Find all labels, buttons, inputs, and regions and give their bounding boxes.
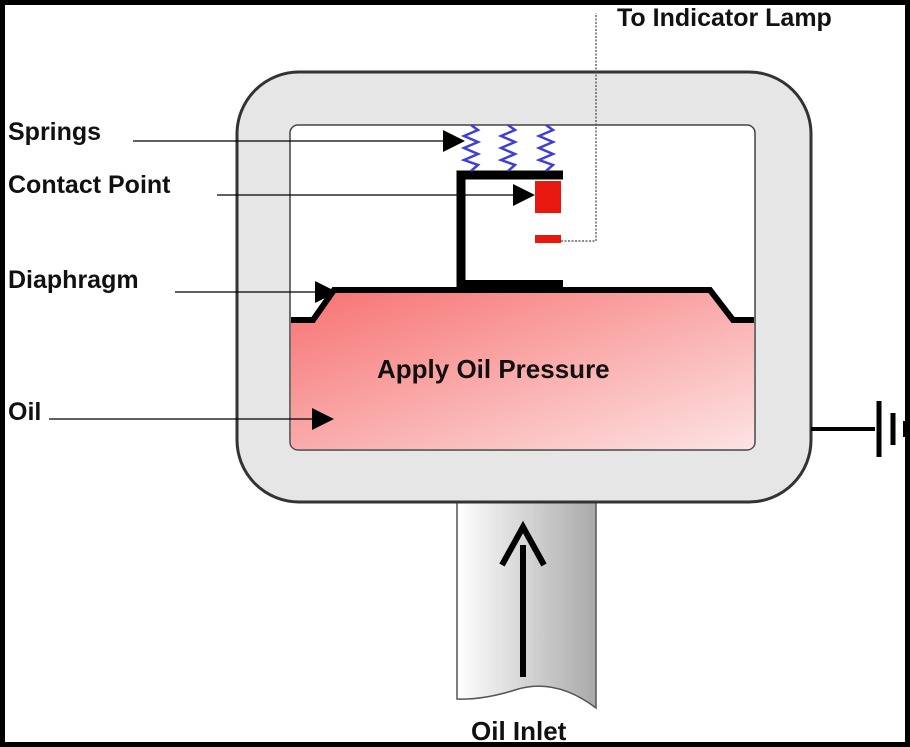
oil-arrow-icon bbox=[312, 408, 334, 430]
oil-label: Oil bbox=[8, 398, 42, 426]
ground-symbol bbox=[811, 401, 905, 457]
contact-point-label: Contact Point bbox=[8, 171, 171, 199]
fixed-contact-point bbox=[535, 235, 561, 243]
contact-point-arrow-icon bbox=[513, 184, 535, 206]
indicator-lamp-label: To Indicator Lamp bbox=[617, 4, 832, 32]
diaphragm-arrow-icon bbox=[315, 281, 337, 303]
inlet-pipe bbox=[456, 499, 597, 710]
moving-contact-point bbox=[535, 181, 561, 213]
spring-1 bbox=[460, 123, 482, 172]
contact-lever-arm bbox=[456, 170, 563, 290]
oil-flow-arrow-icon bbox=[499, 520, 547, 567]
springs-label: Springs bbox=[8, 118, 102, 146]
oil-pressure-sender-diagram bbox=[49, 13, 905, 710]
apply-oil-pressure-label: Apply Oil Pressure bbox=[377, 354, 610, 384]
spring-2 bbox=[497, 123, 519, 172]
springs-arrow-icon bbox=[443, 130, 465, 152]
oil-inlet-label: Oil Inlet bbox=[471, 716, 567, 746]
diaphragm-label: Diaphragm bbox=[8, 266, 139, 294]
spring-3 bbox=[535, 123, 557, 172]
diaphragm-plate bbox=[457, 280, 563, 290]
oil-fill bbox=[291, 292, 754, 449]
indicator-wire bbox=[561, 13, 597, 242]
